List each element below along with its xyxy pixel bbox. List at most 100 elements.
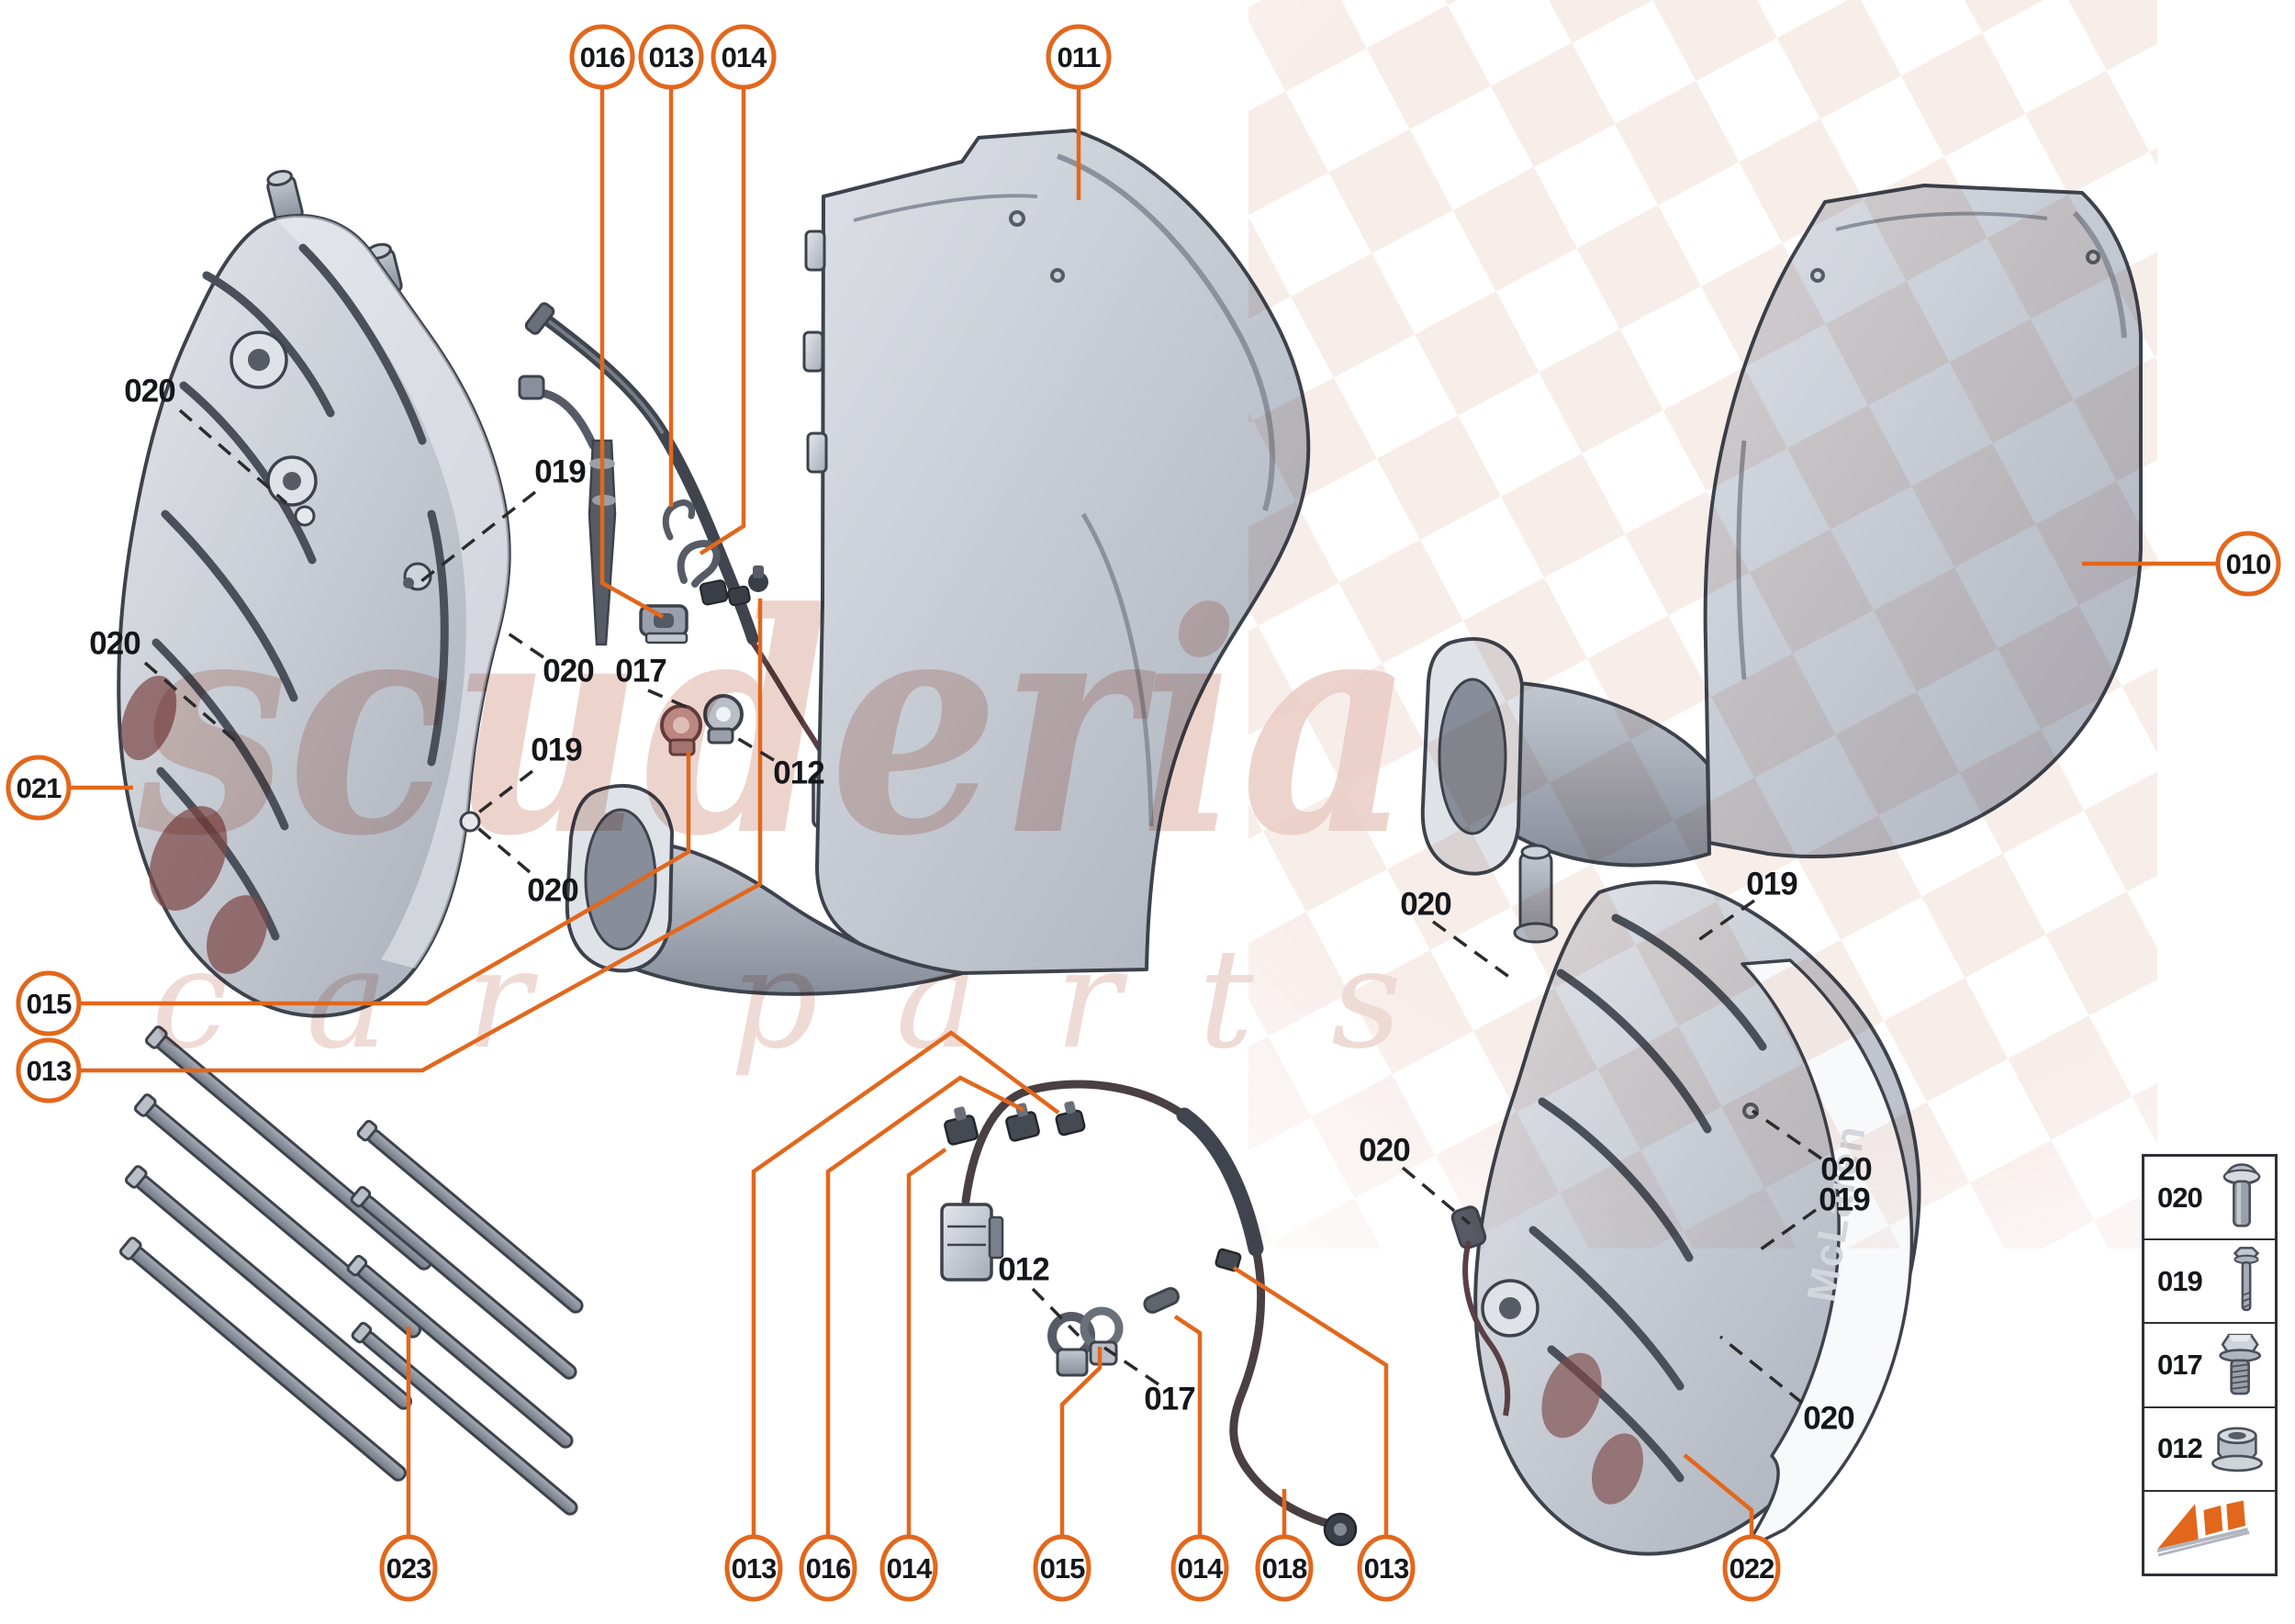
callout-number: 013 — [27, 1055, 72, 1087]
part-ref-label: 020 — [543, 654, 594, 689]
legend-code: 017 — [2157, 1349, 2203, 1381]
rod — [134, 1093, 421, 1338]
callout-014: 014 — [879, 1534, 938, 1602]
rod — [119, 1237, 407, 1482]
legend-row-direction — [2144, 1492, 2275, 1574]
part-ref-label: 019 — [534, 454, 586, 490]
part-ref-label: 020 — [89, 626, 140, 662]
cable-sheath — [1176, 1107, 1264, 1257]
label-dash-line — [1103, 1346, 1159, 1386]
callout-number: 013 — [732, 1552, 777, 1585]
label-dash-line — [732, 734, 775, 762]
callout-leader-line — [906, 1148, 947, 1537]
brake-pads — [120, 675, 267, 974]
callout-leader-line — [1232, 1266, 1389, 1537]
callout-number: 010 — [2226, 548, 2271, 580]
part-ref-label: 020 — [1359, 1133, 1410, 1169]
cable-sleeve — [1143, 1287, 1180, 1314]
flange-nut-icon — [2211, 1427, 2263, 1473]
callout-number: 022 — [1730, 1552, 1774, 1585]
leader-lines-layer — [69, 87, 2218, 1537]
sensor-connector-small — [518, 375, 545, 400]
callout-leader-line — [1683, 1453, 1754, 1537]
callout-021: 021 — [6, 755, 72, 821]
callout-leader-line — [1173, 1315, 1203, 1537]
callout-number: 011 — [1057, 41, 1101, 73]
callout-leader-line — [1059, 1347, 1103, 1537]
label-dash-line — [143, 661, 242, 747]
callout-014: 014 — [1170, 1534, 1229, 1602]
watermark-brand-text: scuderia — [133, 546, 1414, 902]
checkered-flag-watermark — [1248, 0, 2157, 1249]
flange-button-screw-icon — [2222, 1162, 2261, 1227]
rod — [356, 1119, 584, 1314]
label-dash-line — [411, 490, 537, 589]
callout-015: 015 — [16, 970, 82, 1036]
cable-grommet — [1323, 1512, 1358, 1547]
callout-014: 014 — [711, 24, 777, 90]
callout-number: 013 — [649, 41, 694, 73]
part-ref-label: 020 — [1400, 887, 1451, 923]
callout-015: 015 — [1033, 1534, 1092, 1602]
watermark-layer: scuderia car parts — [133, 0, 2157, 1249]
harness-clip-icon — [944, 1106, 979, 1146]
flange-hex-bolt-icon — [2216, 1330, 2266, 1400]
callout-number: 014 — [722, 41, 767, 73]
callout-leader-line — [825, 1075, 1025, 1537]
harness-connector — [940, 1203, 1004, 1282]
callout-leader-line — [699, 87, 746, 555]
callout-number: 015 — [27, 988, 72, 1020]
callout-number: 013 — [1364, 1552, 1409, 1585]
heat-shield-left — [565, 129, 1311, 996]
rod — [351, 1321, 578, 1516]
callout-number: 021 — [17, 772, 62, 804]
assembly-direction-arrow-icon — [2157, 1498, 2266, 1566]
label-dash-line — [1718, 1335, 1804, 1405]
callout-number: 016 — [580, 41, 625, 73]
callout-013: 013 — [638, 24, 704, 90]
pad-retaining-rods — [119, 1025, 584, 1516]
part-ref-label: 020 — [1820, 1152, 1872, 1188]
harness-clip-icon — [1055, 1101, 1086, 1137]
cable-clamp-icon — [727, 585, 751, 607]
callout-leader-line — [79, 599, 763, 1073]
legend-code: 019 — [2157, 1264, 2203, 1297]
callout-number: 014 — [887, 1552, 933, 1585]
duct-mouth — [565, 783, 674, 973]
part-ref-label: 019 — [1746, 867, 1797, 902]
watermark-sub-text: car parts — [151, 920, 1510, 1080]
part-ref-label: 019 — [531, 733, 582, 768]
callout-011: 011 — [1046, 24, 1112, 90]
callout-number: 016 — [806, 1552, 851, 1585]
rod — [350, 1185, 577, 1380]
assembly-direction-arrow-icon — [2157, 1500, 2250, 1557]
label-dash-line — [1752, 1109, 1822, 1160]
callout-013: 013 — [16, 1037, 82, 1103]
callout-number: 023 — [386, 1552, 431, 1585]
legend-row-019: 019 — [2144, 1240, 2275, 1325]
label-dash-line — [472, 823, 532, 874]
callout-016: 016 — [799, 1534, 857, 1602]
callouts-layer: 016 013 014 011 010 021 015 013 023 013 016 014 015 0… — [6, 24, 2281, 1602]
flange-hex-bolt-icon — [2219, 1333, 2262, 1395]
callout-010: 010 — [2215, 531, 2281, 597]
hose-fitting — [524, 302, 555, 335]
guide-pin-icon — [266, 170, 304, 225]
clamp-rings — [1047, 1306, 1124, 1377]
callout-018: 018 — [1255, 1534, 1314, 1602]
part-ref-label: 020 — [1803, 1401, 1854, 1437]
part-ref-label: 020 — [124, 374, 175, 409]
hose-clip-icon — [662, 499, 696, 541]
callout-leader-line — [599, 87, 665, 619]
label-dash-line — [1431, 920, 1512, 980]
flange-button-screw-icon — [2218, 1162, 2266, 1234]
legend-row-012: 012 — [2144, 1408, 2275, 1492]
hose-s-clip-icon — [677, 540, 721, 588]
grommet-clip — [748, 566, 768, 592]
callout-013: 013 — [724, 1534, 783, 1602]
part-ref-label: 020 — [527, 873, 578, 909]
